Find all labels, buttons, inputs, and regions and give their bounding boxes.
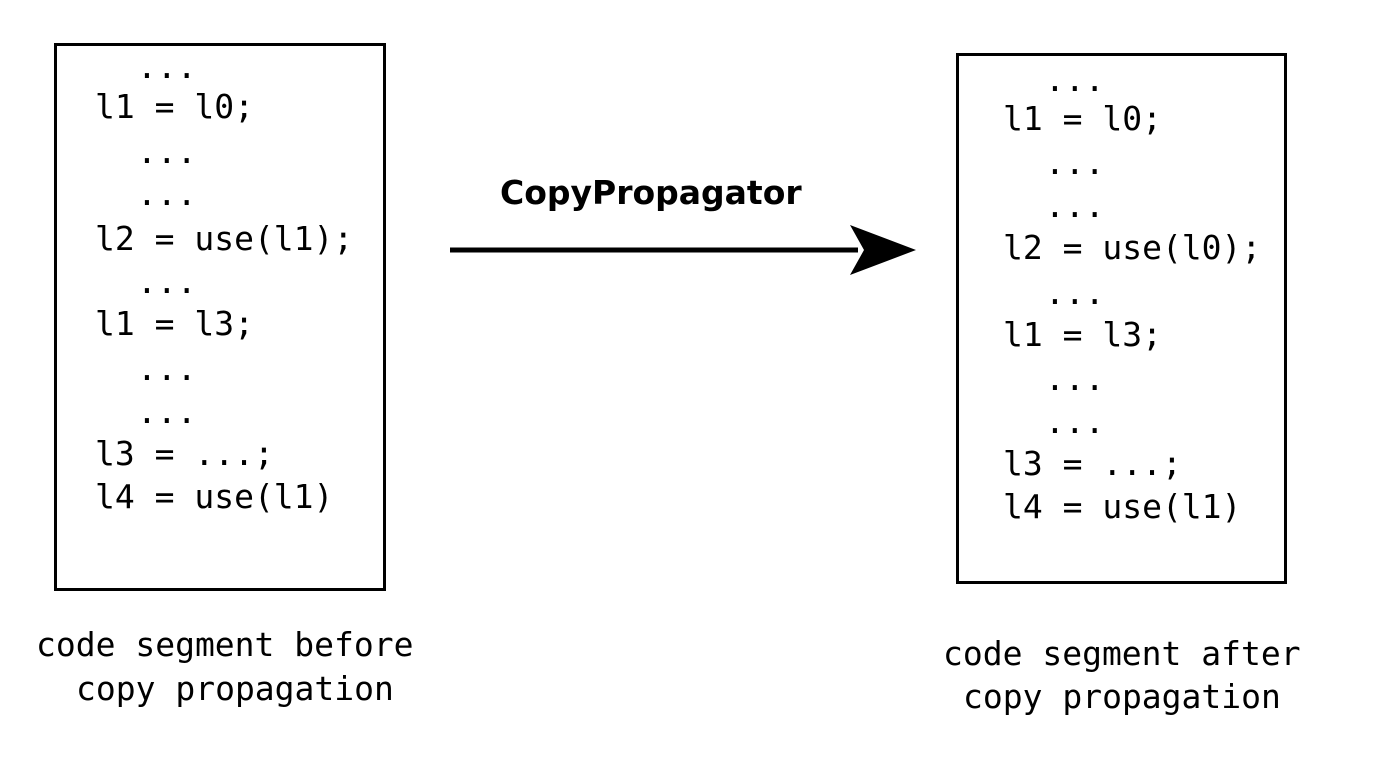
after-line-1: ... — [1045, 60, 1105, 99]
after-line-3: ... — [1045, 143, 1105, 182]
code-box-before — [54, 43, 386, 591]
before-line-6: ... — [137, 262, 197, 301]
code-box-after — [956, 53, 1287, 584]
transform-arrow — [450, 225, 916, 275]
after-line-9: ... — [1045, 402, 1105, 441]
before-line-9: ... — [137, 392, 197, 431]
arrow-head — [850, 225, 916, 275]
after-line-11: l4 = use(l1) — [1003, 487, 1242, 526]
before-line-11: l4 = use(l1) — [95, 477, 334, 516]
after-line-5: l2 = use(l0); — [1003, 228, 1262, 267]
before-caption-line-1: code segment before — [36, 625, 414, 664]
after-caption-line-1: code segment after — [943, 634, 1301, 673]
before-line-3: ... — [137, 132, 197, 171]
after-caption-line-2: copy propagation — [963, 677, 1281, 716]
after-line-2: l1 = l0; — [1003, 99, 1162, 138]
before-line-1: ... — [137, 47, 197, 86]
after-line-10: l3 = ...; — [1003, 444, 1182, 483]
transform-label: CopyPropagator — [500, 173, 802, 212]
before-caption-line-2: copy propagation — [76, 669, 394, 708]
before-line-8: ... — [137, 349, 197, 388]
after-line-4: ... — [1045, 186, 1105, 225]
before-line-7: l1 = l3; — [95, 304, 254, 343]
before-line-4: ... — [137, 174, 197, 213]
after-line-6: ... — [1045, 273, 1105, 312]
before-line-5: l2 = use(l1); — [95, 219, 354, 258]
after-line-8: ... — [1045, 359, 1105, 398]
after-line-7: l1 = l3; — [1003, 315, 1162, 354]
before-line-2: l1 = l0; — [95, 87, 254, 126]
before-line-10: l3 = ...; — [95, 434, 274, 473]
